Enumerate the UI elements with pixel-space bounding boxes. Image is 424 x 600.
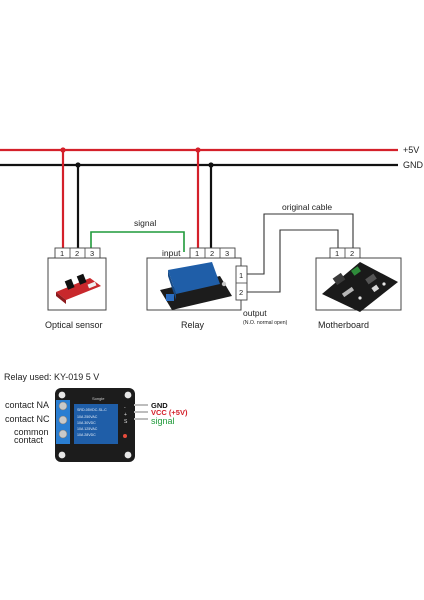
signal-label: signal — [134, 218, 156, 228]
relay-input-pin-2: 2 — [210, 249, 214, 258]
plus5v-label: +5V — [403, 145, 419, 155]
sensor-pin-3: 3 — [90, 249, 94, 258]
signal-wire — [90, 231, 185, 252]
motherboard-image — [322, 262, 398, 312]
original-cable-wire-2 — [247, 229, 339, 293]
relay-block: 1 2 3 input 1 2 Relay output (N.O. norma… — [146, 247, 288, 330]
vcc-pin-label: VCC (+5V) — [151, 408, 188, 417]
common-label: common — [14, 427, 49, 437]
relay-output-note: (N.O. normal open) — [243, 320, 288, 326]
sensor-pin-2: 2 — [75, 249, 79, 258]
relay-module-image — [160, 262, 232, 310]
gnd-label: GND — [403, 160, 424, 170]
gnd-pin-label: GND — [151, 401, 168, 410]
relay-output-label: output — [243, 308, 267, 318]
motherboard-block: 1 2 Motherboard — [315, 247, 402, 330]
relay-cube-text-3: 10A 125VAC — [77, 427, 98, 431]
contact-nc-label: contact NC — [5, 414, 50, 424]
motherboard-caption: Motherboard — [318, 320, 369, 330]
optical-sensor-caption: Optical sensor — [45, 320, 103, 330]
board-brand-text: Songle — [92, 396, 105, 401]
original-cable-label: original cable — [282, 202, 332, 212]
pin-mark-s: S — [124, 419, 128, 425]
relay-cube-text-4: 10A 28VDC — [77, 433, 96, 437]
pin-mark-minus: - — [124, 405, 126, 411]
relay-input-pin-3: 3 — [225, 249, 229, 258]
contact-na-label: contact NA — [5, 400, 49, 410]
terminal-screw-na — [58, 401, 68, 411]
relay-cube-text-2: 10A 30VDC — [77, 421, 96, 425]
relay-output-pin-1: 1 — [239, 271, 243, 280]
relay-cube-text-1: 10A 250VAC — [77, 415, 98, 419]
relay-detail-board: SRD-05VDC-SL-C 10A 250VAC 10A 30VDC 10A … — [55, 388, 148, 462]
relay-cube — [74, 404, 118, 444]
header-pin-signal — [134, 418, 148, 420]
relay-used-title: Relay used: KY-019 5 V — [4, 372, 99, 382]
motherboard-pin-2: 2 — [350, 249, 354, 258]
relay-output-pin-2: 2 — [239, 288, 243, 297]
relay-caption: Relay — [181, 320, 205, 330]
optical-sensor-block: 1 2 3 Optical sensor — [45, 247, 107, 330]
relay-input-pin-1: 1 — [195, 249, 199, 258]
original-cable-wire-1 — [247, 213, 354, 275]
terminal-screw-nc — [58, 415, 68, 425]
signal-pin-label: signal — [151, 416, 175, 426]
relay-cube-text-0: SRD-05VDC-SL-C — [77, 408, 107, 412]
terminal-screw-common — [58, 429, 68, 439]
header-pin-vcc — [134, 411, 148, 413]
motherboard-pin-1: 1 — [335, 249, 339, 258]
optical-sensor-image — [56, 273, 101, 304]
header-pin-gnd — [134, 404, 148, 406]
relay-input-label: input — [162, 248, 181, 258]
common-contact-label: contact — [14, 435, 44, 445]
pin-mark-plus: + — [124, 412, 127, 418]
sensor-pin-1: 1 — [60, 249, 64, 258]
status-led — [123, 434, 127, 438]
